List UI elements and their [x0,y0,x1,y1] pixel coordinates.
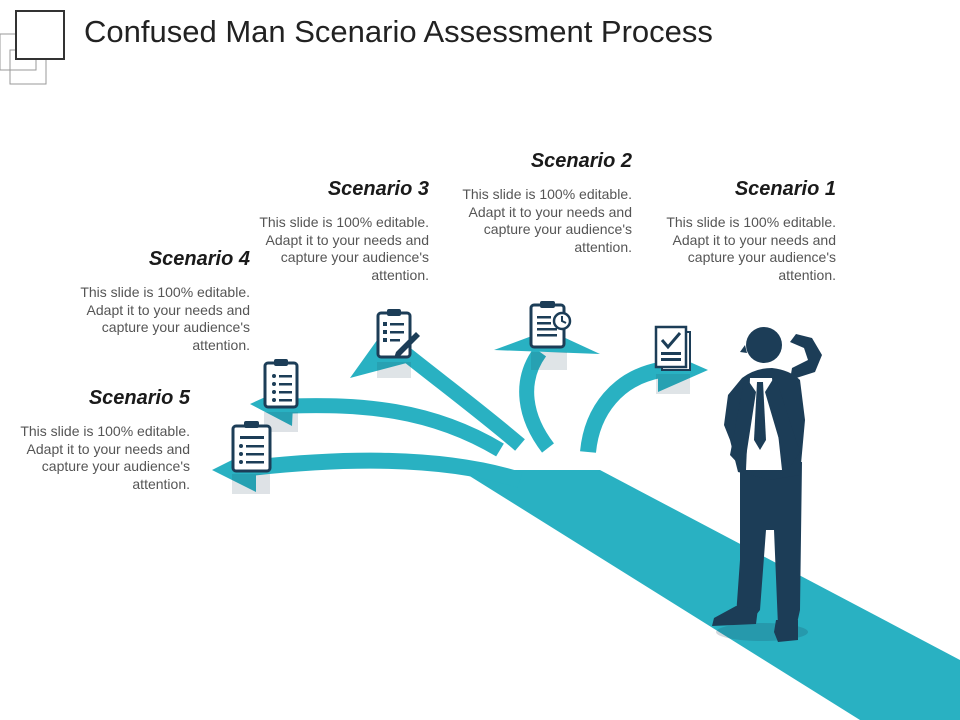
scenario-5-description: This slide is 100% editable. Adapt it to… [20,423,190,492]
man-raised-arm [790,334,822,380]
main-road [460,470,960,720]
man-jacket-edges [730,376,800,470]
branch-arrows [249,347,662,488]
branch-arrow-5 [249,452,523,488]
branch-arrow-2 [519,347,555,453]
scenario-2-title: Scenario 2 [530,150,632,172]
branch-arrow-1 [580,362,662,453]
icon-reflections [232,352,690,494]
branch-arrow-4 [289,398,504,457]
checked-document-icon [654,325,691,371]
confused-man-silhouette [712,327,822,642]
scenario-3-description: This slide is 100% editable. Adapt it to… [259,214,429,283]
clipboard-pencil-icon [376,309,420,359]
scenario-5-title: Scenario 5 [88,387,190,409]
branch-arrow-3 [401,348,525,451]
slide-title: Confused Man Scenario Assessment Process [84,14,713,49]
clipboard-checklist-icon [231,421,272,473]
clipboard-list-icon [263,359,299,409]
corner-decoration [0,10,65,85]
clipboard-clock-icon [529,301,572,349]
man-tie [754,382,766,450]
scenario-1-title: Scenario 1 [734,178,836,200]
scenario-4-title: Scenario 4 [148,248,250,270]
man-legs [736,462,802,628]
man-shoes [712,606,798,642]
scenario-1-description: This slide is 100% editable. Adapt it to… [666,214,836,283]
man-head [746,327,782,363]
scenario-3-title: Scenario 3 [327,178,429,200]
scenario-2-description: This slide is 100% editable. Adapt it to… [462,186,632,255]
scenario-4-description: This slide is 100% editable. Adapt it to… [80,284,250,353]
